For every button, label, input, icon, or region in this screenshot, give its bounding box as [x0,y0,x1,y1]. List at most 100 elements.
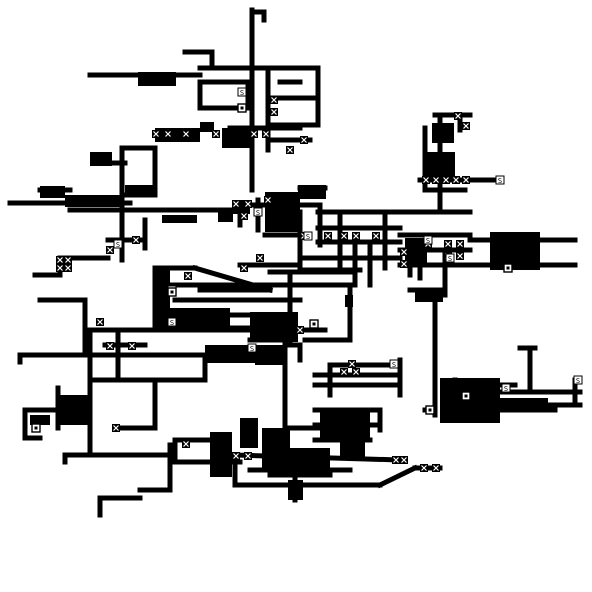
pellet-cross [233,201,239,207]
pellet-cross [265,197,271,203]
pellet-icon [250,130,258,138]
pellet-cross [341,369,347,375]
start-marker-icon: S [247,343,257,353]
exit-core [170,290,174,294]
start-marker-label: S [170,319,174,327]
start-marker-label: S [250,345,254,353]
maze-block [30,415,50,425]
marker-tile [445,253,455,263]
start-marker-label: S [498,177,502,185]
pellet-cross [445,241,451,247]
pellet-cross [457,241,463,247]
pellet-cross [421,465,427,471]
pellet-cross [457,253,463,259]
pellet-icon [300,136,308,144]
pellet-cross [353,369,359,375]
pellet-icon [348,360,356,368]
pellet-cross [349,361,355,367]
pellet-cross [463,177,469,183]
pellet-icon [462,176,470,184]
pellet-icon [244,200,252,208]
pellet-cross [97,319,103,325]
start-marker-label: S [306,233,310,241]
start-marker-icon: S [501,383,511,393]
marker-tile [501,383,511,393]
pellet-cross [271,97,277,103]
marker-tile [389,359,399,369]
start-marker-label: S [116,241,120,249]
pellet-icon [270,96,278,104]
maze-block [218,208,233,222]
marker-tile [303,231,313,241]
pellet-cross [373,233,379,239]
pellet-icon [340,368,348,376]
exit-core [34,426,38,430]
pellet-icon [106,342,114,350]
maze-block [345,295,353,307]
maze-block [262,428,290,468]
pellet-cross [455,113,461,119]
maze-block [488,398,548,408]
pellet-cross [107,343,113,349]
maze-block [155,128,200,142]
marker-tile [167,317,177,327]
pellet-cross [65,265,71,271]
pellet-cross [251,131,257,137]
start-marker-label: S [256,209,260,217]
pellet-cross [433,177,439,183]
exit-core [506,266,510,270]
pellet-icon [132,236,140,244]
start-marker-icon: S [253,207,263,217]
pellet-icon [152,130,160,138]
pellet-icon [442,176,450,184]
maze-block [432,123,454,143]
pellet-icon [372,232,380,240]
pellet-cross [183,131,189,137]
pellet-cross [297,327,303,333]
marker-tile [423,235,433,245]
start-marker-label: S [240,89,244,97]
pellet-icon [232,452,240,460]
pellet-icon [64,264,72,272]
marker-tile [113,239,123,249]
pellet-cross [423,177,429,183]
pellet-cross [133,237,139,243]
maze-block [240,418,258,448]
maze-block [205,345,255,363]
pellet-cross [401,249,407,255]
maze-wall-segment [376,464,419,489]
pellet-icon [352,368,360,376]
pellet-cross [453,177,459,183]
pellet-cross [443,177,449,183]
pellet-icon [96,318,104,326]
start-marker-icon: S [303,231,313,241]
pellet-icon [340,232,348,240]
start-marker-label: S [504,385,508,393]
start-marker-icon: S [495,175,505,185]
maze-block [40,186,65,198]
exit-core [428,408,432,412]
pellet-cross [241,265,247,271]
maze-block [298,185,326,199]
exit-marker-icon [167,287,177,297]
pellet-cross [57,265,63,271]
start-marker-icon: S [573,375,583,385]
maze-block [425,152,455,180]
pellet-cross [185,273,191,279]
start-marker-label: S [426,237,430,245]
pellet-cross [153,131,159,137]
pellet-icon [452,176,460,184]
pellet-cross [213,131,219,137]
maze-block [60,395,88,425]
pellet-cross [241,213,247,219]
start-marker-icon: S [445,253,455,263]
pellet-icon [64,256,72,264]
pellet-cross [271,109,277,115]
marker-tile [573,375,583,385]
pellet-icon [400,260,408,268]
pellet-icon [164,130,172,138]
pellet-icon [184,272,192,280]
marker-tile [237,87,247,97]
